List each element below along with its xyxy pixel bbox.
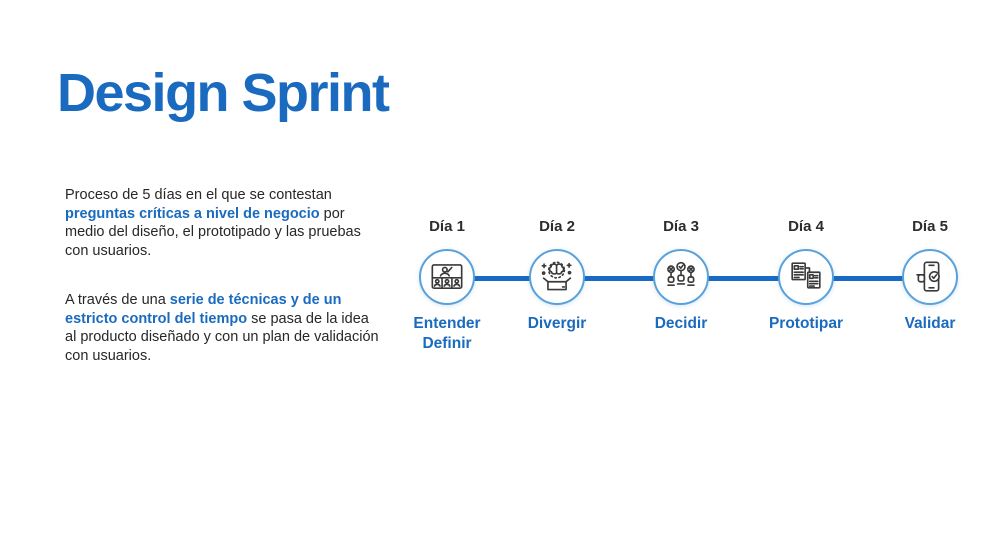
video-meeting-icon	[431, 264, 463, 290]
stage-circle	[529, 249, 585, 305]
timeline-stage-dia-1: Día 1 Ente	[382, 218, 512, 354]
p1-text-pre: Proceso de 5 días en el que se contestan	[65, 187, 332, 203]
timeline-stage-dia-4: Día 4	[741, 218, 871, 334]
intro-paragraph-2: A través de una serie de técnicas y de u…	[65, 291, 381, 365]
p2-text-post: se pasa de la idea al producto diseñado …	[65, 310, 379, 364]
p1-text-post: por medio del diseño, el prototipado y l…	[65, 205, 361, 259]
day-label: Día 1	[429, 218, 465, 235]
stage-label-line-2: Definir	[422, 335, 472, 353]
stage-label: Prototipar	[741, 314, 871, 334]
idea-outside-box-icon	[541, 261, 572, 291]
timeline-connector	[447, 276, 930, 281]
timeline-stage-dia-2: Día 2 Divergir	[492, 218, 622, 334]
p2-text-pre: A través de una	[65, 292, 170, 309]
stage-circle	[653, 249, 709, 305]
stage-label-line-1: Validar	[904, 315, 956, 332]
page-title: Design Sprint	[57, 63, 390, 123]
stage-label-line-1: Prototipar	[768, 315, 844, 332]
voting-hands-icon	[667, 261, 695, 287]
stage-label: Entender Definir	[382, 314, 512, 354]
stage-label: Validar	[865, 314, 993, 334]
timeline-stage-dia-5: Día 5 Validar	[865, 218, 993, 334]
timeline-stage-dia-3: Día 3	[616, 218, 746, 334]
day-label: Día 5	[912, 218, 948, 235]
stage-label: Decidir	[616, 314, 746, 334]
stage-circle	[419, 249, 475, 305]
p1-highlight: preguntas críticas a nivel de negocio	[65, 205, 320, 222]
intro-paragraph-1: Proceso de 5 días en el que se contestan…	[65, 186, 381, 260]
stage-circle	[778, 249, 834, 305]
p2-highlight: serie de técnicas y de un estricto contr…	[65, 292, 342, 327]
stage-label-line-1: Decidir	[654, 315, 708, 332]
day-label: Día 2	[539, 218, 575, 235]
stage-circle	[902, 249, 958, 305]
stage-label-line-1: Divergir	[527, 315, 587, 332]
stage-label: Divergir	[492, 314, 622, 334]
phone-check-icon	[916, 261, 940, 292]
intro-text: Proceso de 5 días en el que se contestan…	[65, 186, 381, 365]
day-label: Día 4	[788, 218, 824, 235]
wireframe-screens-icon	[791, 262, 821, 289]
day-label: Día 3	[663, 218, 699, 235]
stage-label-line-1: Entender	[413, 315, 481, 332]
